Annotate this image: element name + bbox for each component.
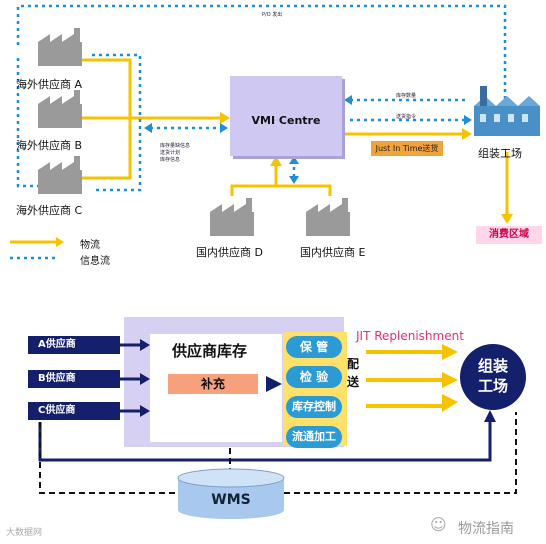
legend-material-label: 物流 <box>80 240 100 251</box>
arrow-head-vmi-in <box>220 112 230 124</box>
arrow-jit <box>462 128 472 140</box>
wms-dashed-left <box>39 422 178 494</box>
arrow-info-left <box>144 123 152 133</box>
legend-info-label: 信息流 <box>80 256 110 267</box>
info-right-top: 库存数量 <box>396 93 417 99</box>
arrow-domestic-info-down <box>289 176 299 184</box>
wms-database-icon <box>177 468 285 519</box>
wms-dashed-right <box>284 412 517 494</box>
watermark-left: 大数据网 <box>6 528 43 538</box>
info-left-2: 送货计划 <box>160 150 181 156</box>
supplier-a-box: A供应商 <box>28 336 120 354</box>
consume-area-box: 消费区域 <box>476 226 542 244</box>
supplier-e-label: 国内供应商 E <box>300 246 366 259</box>
service-processing: 流通加工 <box>286 426 342 448</box>
info-left-1: 库存量缺信息 <box>160 143 191 149</box>
arrow-b-head <box>140 373 150 385</box>
service-inventory-control: 库存控制 <box>286 396 342 418</box>
po-label: P/O 发出 <box>262 12 283 18</box>
vmi-centre-box: VMI Centre <box>230 76 342 156</box>
service-storage: 保 管 <box>286 336 342 358</box>
supplier-a-label: 海外供应商 A <box>16 78 83 91</box>
feedback-arrow-head <box>484 410 496 422</box>
jit-replenishment-label: JIT Replenishment <box>356 329 464 343</box>
arrow-info-right <box>220 123 228 133</box>
supplier-info-loop <box>92 53 142 192</box>
info-right-bottom: 送货指令 <box>396 114 417 120</box>
arrow-consume <box>501 214 513 224</box>
assembly-circle: 组装 工场 <box>460 344 526 410</box>
jit-delivery-badge: Just In Time送货 <box>371 141 443 156</box>
service-inspection: 检 验 <box>286 366 342 388</box>
po-info-loop <box>16 4 507 102</box>
factory-icon-d <box>210 198 254 236</box>
watermark-right: 物流指南 <box>458 521 514 537</box>
assembly-line-2: 工场 <box>477 377 508 395</box>
factory-icon-e <box>306 198 350 236</box>
supplier-c-label: 海外供应商 C <box>16 204 83 217</box>
jit-arrow-2-head <box>442 372 458 388</box>
feedback-line <box>38 418 492 462</box>
supplier-a-flow <box>82 58 132 118</box>
wms-label: WMS <box>211 492 251 508</box>
bottom-diagram-lines <box>38 339 517 519</box>
arrow-info-vmi <box>344 95 352 105</box>
supplier-c-box: C供应商 <box>28 402 120 420</box>
arrow-domestic-info-up <box>289 156 299 164</box>
supplier-d-label: 国内供应商 D <box>196 246 263 259</box>
factory-icon-b <box>38 90 82 128</box>
info-left-3: 库存信息 <box>160 157 181 163</box>
supplier-c-flow <box>82 118 132 180</box>
factory-icon-c <box>38 156 82 194</box>
wechat-icon: ☺ <box>430 515 447 534</box>
arrow-c-head <box>140 405 150 417</box>
assembly-plant-icon <box>474 86 540 136</box>
jit-arrow-3-head <box>442 394 458 412</box>
delivery-label: 配送 <box>347 357 360 389</box>
legend-material-arrow <box>56 237 64 247</box>
vmi-centre-label: VMI Centre <box>251 114 321 127</box>
domestic-flow <box>230 184 332 196</box>
supplement-arrow-head <box>266 376 282 392</box>
assembly-label: 组装工场 <box>478 147 522 160</box>
assembly-line-1: 组装 <box>477 357 508 375</box>
inventory-title: 供应商库存 <box>172 342 248 360</box>
factory-icon-a <box>38 28 82 66</box>
top-diagram-lines <box>10 4 540 260</box>
arrow-info-assembly <box>464 115 472 125</box>
supplier-b-label: 海外供应商 B <box>16 139 83 152</box>
arrow-domestic-up <box>270 156 282 166</box>
jit-arrow-1-head <box>442 344 458 360</box>
supplier-b-box: B供应商 <box>28 370 120 388</box>
supplement-box: 补充 <box>168 374 258 394</box>
supplier-c-info-link <box>16 58 38 188</box>
arrow-a-head <box>140 339 150 351</box>
wms-box: WMS <box>178 474 284 520</box>
